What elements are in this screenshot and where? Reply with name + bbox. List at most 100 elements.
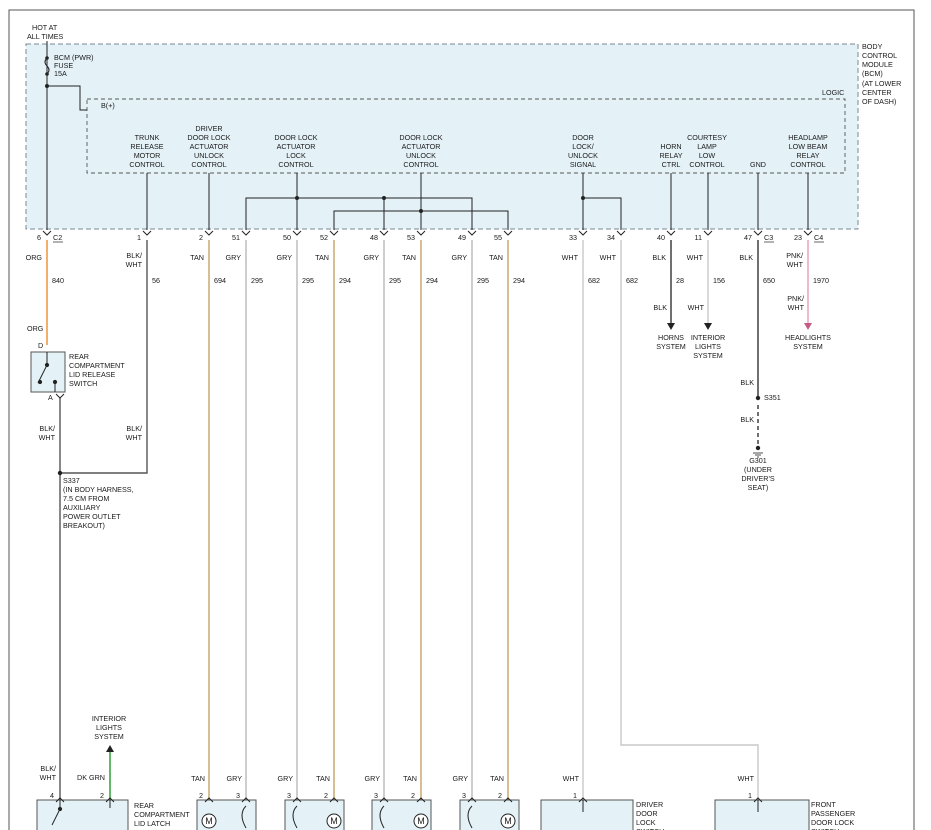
valet-switch-box bbox=[36, 799, 129, 830]
bottom-wire-color: TAN bbox=[191, 774, 205, 783]
bottom-wire-color: GRY bbox=[453, 774, 469, 783]
switch-bottom-chevron bbox=[55, 393, 65, 399]
bottom-pin-chevron bbox=[379, 797, 389, 803]
bottom-wire-color: TAN bbox=[490, 774, 504, 783]
func-gnd-label-line1: GND bbox=[750, 160, 766, 169]
driver-door-switch-box bbox=[540, 799, 634, 830]
fuse-symbol bbox=[44, 57, 50, 75]
func-unlock-label-line4: CONTROL bbox=[403, 160, 438, 169]
pin-chevron bbox=[616, 230, 626, 236]
wire-color-49-line1: GRY bbox=[452, 253, 468, 262]
func-unlock-label-line2: ACTUATOR bbox=[402, 142, 441, 151]
front-passenger-switch-label-line2: PASSENGER bbox=[811, 809, 855, 818]
pin-number-23: 23 bbox=[794, 233, 802, 242]
pin-number-49: 49 bbox=[458, 233, 466, 242]
driver-door-switch-label-line2: DOOR bbox=[636, 809, 658, 818]
blk-wht-valet-line2: WHT bbox=[40, 773, 57, 782]
func-unlock-label-line1: DOOR LOCK bbox=[399, 133, 442, 142]
interior-lights-bottom-label-line1: INTERIOR bbox=[92, 714, 126, 723]
wire-color-40-line1: BLK bbox=[652, 253, 666, 262]
connector-C3: C3 bbox=[764, 233, 773, 242]
func-headlamp-label-line2: LOW BEAM bbox=[789, 142, 828, 151]
org-lower-label: ORG bbox=[27, 324, 44, 333]
wire-color-33-line1: WHT bbox=[562, 253, 579, 262]
front-passenger-switch-label-line3: DOOR LOCK bbox=[811, 818, 854, 827]
blk-horn-below: BLK bbox=[653, 303, 667, 312]
driver-door-switch-label-line1: DRIVER bbox=[636, 800, 663, 809]
motor-icon bbox=[326, 813, 342, 829]
pin-chevron bbox=[416, 230, 426, 236]
bcm-title-line1: BODY bbox=[862, 42, 883, 51]
bcm-bus-dots bbox=[295, 196, 585, 213]
func-signal-label-line1: DOOR bbox=[572, 133, 594, 142]
arrow-headlights bbox=[804, 323, 812, 330]
pin-chevron bbox=[241, 230, 251, 236]
bottom-pin-chevron bbox=[241, 797, 251, 803]
pin-chevron bbox=[329, 230, 339, 236]
interior-lights-label-line2: LIGHTS bbox=[695, 342, 721, 351]
func-courtesy-label-line3: LOW bbox=[699, 151, 716, 160]
wire-color-55-line1: TAN bbox=[489, 253, 503, 262]
bottom-wire-color: TAN bbox=[316, 774, 330, 783]
wht-lights-below: WHT bbox=[688, 303, 705, 312]
pnk-below-line1: PNK/ bbox=[787, 294, 804, 303]
pin-number-6: 6 bbox=[37, 233, 41, 242]
func-signal-label-line4: SIGNAL bbox=[570, 160, 596, 169]
wire-color-6-line1: ORG bbox=[26, 253, 43, 262]
wire-56-blk-wht bbox=[60, 240, 148, 474]
func-lock-label-line4: CONTROL bbox=[278, 160, 313, 169]
circuit-number-294: 294 bbox=[513, 276, 525, 285]
func-signal-label-line2: LOCK/ bbox=[572, 142, 594, 151]
bplus-feed-wire bbox=[47, 85, 87, 111]
pin-chevron bbox=[142, 230, 152, 236]
pin-number-52: 52 bbox=[320, 233, 328, 242]
fuse-label-line2: FUSE bbox=[54, 61, 73, 70]
wire-color-53-line1: TAN bbox=[402, 253, 416, 262]
wire-color-50-line1: GRY bbox=[277, 253, 293, 262]
s337-label-line4: AUXILIARY bbox=[63, 503, 101, 512]
bottom-pin-chevron bbox=[753, 797, 763, 803]
func-horn-label-line3: CTRL bbox=[662, 160, 681, 169]
circuit-number-295: 295 bbox=[302, 276, 314, 285]
external-wires bbox=[46, 240, 809, 800]
blk-gnd-low: BLK bbox=[740, 415, 754, 424]
pin-number-53: 53 bbox=[407, 233, 415, 242]
circuit-number-156: 156 bbox=[713, 276, 725, 285]
circuit-number-650: 650 bbox=[763, 276, 775, 285]
bcm-title-line7: OF DASH) bbox=[862, 97, 896, 106]
blk-wht-right-line2: WHT bbox=[126, 433, 143, 442]
bcm-title-line5: (AT LOWER bbox=[862, 79, 901, 88]
g301-label-line2: (UNDER bbox=[744, 465, 772, 474]
s337-label-line1: S337 bbox=[63, 476, 80, 485]
wire-color-23-line2: WHT bbox=[787, 260, 804, 269]
sheet-frame bbox=[8, 9, 915, 830]
bottom-pin-chevron bbox=[105, 797, 115, 803]
ground-icon bbox=[753, 452, 763, 458]
bottom-wire-color: GRY bbox=[278, 774, 294, 783]
bottom-pin-1: 1 bbox=[748, 791, 752, 800]
circuit-number-295: 295 bbox=[251, 276, 263, 285]
actuator-coil-icon bbox=[292, 805, 298, 829]
pin-number-2: 2 bbox=[199, 233, 203, 242]
func-driver-unlock-label-line3: ACTUATOR bbox=[190, 142, 229, 151]
wire-color-11-line1: WHT bbox=[687, 253, 704, 262]
blk-wht-valet-line1: BLK/ bbox=[40, 764, 56, 773]
switch-pin-d: D bbox=[38, 341, 43, 350]
bcm-title-line4: (BCM) bbox=[862, 69, 883, 78]
s351-label: S351 bbox=[764, 393, 781, 402]
g301-label-line3: DRIVER'S bbox=[741, 474, 775, 483]
rear-latch-label-line3: LID LATCH bbox=[134, 819, 170, 828]
front-passenger-switch-label-line1: FRONT bbox=[811, 800, 836, 809]
s337-label-line5: POWER OUTLET bbox=[63, 512, 121, 521]
horns-system-label-line2: SYSTEM bbox=[656, 342, 686, 351]
wire-color-52-line1: TAN bbox=[315, 253, 329, 262]
circuit-number-295: 295 bbox=[389, 276, 401, 285]
circuit-number-694: 694 bbox=[214, 276, 226, 285]
rear-latch-label-line2: COMPARTMENT bbox=[134, 810, 190, 819]
wire-color-23-line1: PNK/ bbox=[786, 251, 803, 260]
logic-label: LOGIC bbox=[822, 88, 844, 97]
connector-C4: C4 bbox=[814, 233, 823, 242]
circuit-number-1970: 1970 bbox=[813, 276, 829, 285]
